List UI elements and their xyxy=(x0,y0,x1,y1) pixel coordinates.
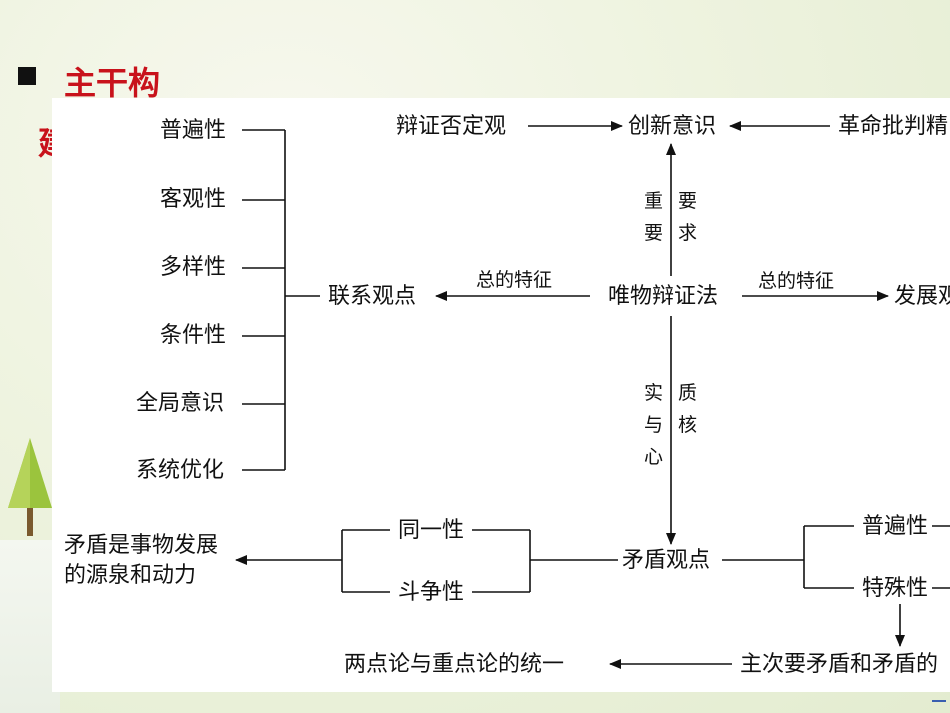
up-label-c2-1: 要 xyxy=(678,190,698,212)
up-label-c1-2: 要 xyxy=(644,222,664,244)
down-label-c1-1: 实 xyxy=(644,382,664,404)
prop-conditionality: 条件性 xyxy=(160,323,227,348)
connector-lines xyxy=(235,121,950,669)
down-label-c1-3: 心 xyxy=(644,446,664,468)
node-contradiction-view: 矛盾观点 xyxy=(622,548,711,573)
christmas-tree-decoration xyxy=(8,438,52,536)
prop-universality: 普遍性 xyxy=(160,118,227,143)
node-revolutionary-critical-spirit: 革命批判精 xyxy=(838,114,949,139)
prop-system-optimization: 系统优化 xyxy=(136,458,225,483)
slide-heading: 主干构 xyxy=(64,64,161,102)
node-source-line2: 的源泉和动力 xyxy=(64,563,197,588)
node-universality: 普遍性 xyxy=(862,514,929,539)
node-principal-contradiction: 主次要矛盾和矛盾的 xyxy=(740,652,939,677)
edge-label-right: 总的特征 xyxy=(758,270,835,292)
node-materialist-dialectics: 唯物辩证法 xyxy=(608,284,719,309)
prop-overall-awareness: 全局意识 xyxy=(136,391,225,416)
corner-mark xyxy=(932,700,946,702)
snow-ground-decoration xyxy=(0,540,60,713)
mind-map-panel: 普遍性 客观性 多样性 条件性 全局意识 系统优化 联系观点 总的特征 唯物辩证… xyxy=(52,98,950,692)
node-innovation-awareness: 创新意识 xyxy=(628,114,717,139)
prop-diversity: 多样性 xyxy=(160,255,227,280)
node-particularity: 特殊性 xyxy=(862,576,929,601)
up-label-c1-1: 重 xyxy=(644,190,664,212)
bullet-square xyxy=(18,67,36,85)
node-unity-two-points: 两点论与重点论的统一 xyxy=(344,652,565,677)
node-development-view: 发展观 xyxy=(894,284,950,309)
node-source-line1: 矛盾是事物发展 xyxy=(64,533,219,558)
up-label-c2-2: 求 xyxy=(678,222,698,244)
node-identity: 同一性 xyxy=(398,518,465,543)
prop-objectivity: 客观性 xyxy=(160,187,227,212)
down-label-c2-2: 核 xyxy=(678,414,698,436)
node-connection-view: 联系观点 xyxy=(328,284,417,309)
node-struggle: 斗争性 xyxy=(398,580,465,605)
down-label-c1-2: 与 xyxy=(644,414,664,436)
edge-label-left: 总的特征 xyxy=(476,269,553,291)
node-dialectical-negation: 辩证否定观 xyxy=(396,114,507,139)
down-label-c2-1: 质 xyxy=(678,382,698,404)
